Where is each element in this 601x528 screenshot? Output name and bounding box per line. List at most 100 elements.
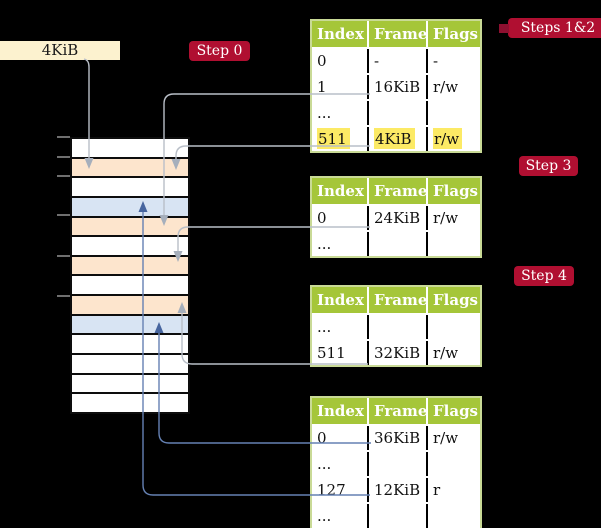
- cell-index: 511: [317, 344, 346, 362]
- page-table-2: Index Frame Flags 0 24KiB r/w ...: [310, 176, 482, 258]
- cell-frame: 12KiB: [367, 478, 426, 502]
- table-header: Index Frame Flags: [312, 398, 480, 424]
- cell-flags: [426, 504, 480, 528]
- col-header-frame: Frame: [367, 287, 426, 313]
- cell-flags: r/w: [426, 75, 480, 99]
- step-4-text: Step 4: [521, 268, 567, 284]
- memory-tick: [57, 295, 70, 297]
- table-header: Index Frame Flags: [312, 178, 480, 204]
- table-row: ...: [312, 99, 480, 125]
- highlight: 511: [317, 128, 350, 149]
- cell-index: 127: [317, 481, 346, 499]
- table-row: 127 12KiB r: [312, 476, 480, 502]
- cell-index: 511: [312, 127, 367, 151]
- physical-memory-column: [70, 137, 190, 414]
- cell-flags: [426, 101, 480, 125]
- cell-flags: -: [426, 49, 480, 73]
- cell-frame: -: [367, 49, 426, 73]
- cell-flags: r/w: [426, 127, 480, 151]
- memory-tick: [57, 255, 70, 257]
- frame-size-label: 4KiB: [0, 41, 120, 60]
- col-header-flags: Flags: [426, 287, 480, 313]
- cell-flags: [426, 232, 480, 256]
- col-header-frame: Frame: [367, 178, 426, 204]
- memory-frame-row-0: [72, 139, 188, 157]
- cell-index: 0: [317, 429, 327, 447]
- memory-frame-row-13: [72, 392, 188, 412]
- memory-frame-row-5: [72, 235, 188, 255]
- page-table-3: Index Frame Flags ... 511 32KiB r/w: [310, 285, 482, 367]
- col-header-index: Index: [312, 398, 367, 424]
- memory-tick: [57, 214, 70, 216]
- table-row: 0 24KiB r/w: [312, 204, 480, 230]
- table-row: ...: [312, 502, 480, 528]
- step-0-text: Step 0: [196, 43, 243, 59]
- memory-frame-row-1: [72, 156, 188, 177]
- cell-index: ...: [317, 507, 332, 525]
- cell-frame: [367, 504, 426, 528]
- cell-frame: 32KiB: [367, 341, 426, 365]
- memory-frame-row-2: [72, 176, 188, 196]
- cell-index: ...: [317, 104, 332, 122]
- cell-index: 1: [317, 78, 327, 96]
- memory-frame-row-11: [72, 353, 188, 373]
- cell-frame: 16KiB: [367, 75, 426, 99]
- table-row: 0 - -: [312, 47, 480, 73]
- highlight: r/w: [433, 128, 463, 149]
- table-row: 0 36KiB r/w: [312, 424, 480, 450]
- memory-frame-row-3: [72, 195, 188, 216]
- page-table-4: Index Frame Flags 0 36KiB r/w ... 127 12…: [310, 396, 482, 528]
- cell-frame: 4KiB: [367, 127, 426, 151]
- steps-1-2-text: Steps 1&2: [520, 20, 596, 36]
- table-header: Index Frame Flags: [312, 21, 480, 47]
- step-4-badge: Step 4: [514, 266, 574, 286]
- cell-index: ...: [317, 318, 332, 336]
- table-row: ...: [312, 230, 480, 256]
- cell-frame: 24KiB: [367, 206, 426, 230]
- memory-frame-row-7: [72, 274, 188, 295]
- cell-flags: r: [426, 478, 480, 502]
- page-table-1: Index Frame Flags 0 - - 1 16KiB r/w ... …: [310, 19, 482, 153]
- cell-flags: r/w: [426, 426, 480, 450]
- cell-flags: [426, 315, 480, 339]
- memory-frame-row-6: [72, 254, 188, 275]
- table-row: 1 16KiB r/w: [312, 73, 480, 99]
- col-header-flags: Flags: [426, 21, 480, 47]
- memory-frame-row-4: [72, 215, 188, 236]
- steps-1-2-badge: Steps 1&2: [508, 18, 601, 38]
- highlight: 4KiB: [374, 128, 415, 149]
- cell-flags: r/w: [426, 341, 480, 365]
- col-header-index: Index: [312, 287, 367, 313]
- memory-frame-row-9: [72, 313, 188, 334]
- cell-frame: [367, 232, 426, 256]
- cell-index: ...: [317, 235, 332, 253]
- step-3-text: Step 3: [525, 158, 572, 174]
- col-header-frame: Frame: [367, 21, 426, 47]
- step-3-badge: Step 3: [519, 156, 578, 176]
- memory-tick: [57, 156, 70, 158]
- memory-frame-row-12: [72, 372, 188, 393]
- step-0-badge: Step 0: [189, 41, 250, 61]
- col-header-flags: Flags: [426, 178, 480, 204]
- table-row: ...: [312, 313, 480, 339]
- cell-index: ...: [317, 455, 332, 473]
- table-header: Index Frame Flags: [312, 287, 480, 313]
- table-row-highlighted: 511 4KiB r/w: [312, 125, 480, 151]
- frame-size-text: 4KiB: [41, 41, 79, 59]
- cell-flags: [426, 452, 480, 476]
- table-row: ...: [312, 450, 480, 476]
- memory-frame-row-8: [72, 294, 188, 314]
- cell-index: 0: [317, 209, 327, 227]
- cell-frame: [367, 315, 426, 339]
- cell-index: 0: [317, 52, 327, 70]
- steps-1-2-arrow-stub: [499, 24, 509, 33]
- cell-flags: r/w: [426, 206, 480, 230]
- col-header-frame: Frame: [367, 398, 426, 424]
- cell-frame: 36KiB: [367, 426, 426, 450]
- memory-frame-row-10: [72, 333, 188, 354]
- memory-tick: [57, 136, 70, 138]
- cell-frame: [367, 101, 426, 125]
- col-header-index: Index: [312, 178, 367, 204]
- memory-tick: [57, 175, 70, 177]
